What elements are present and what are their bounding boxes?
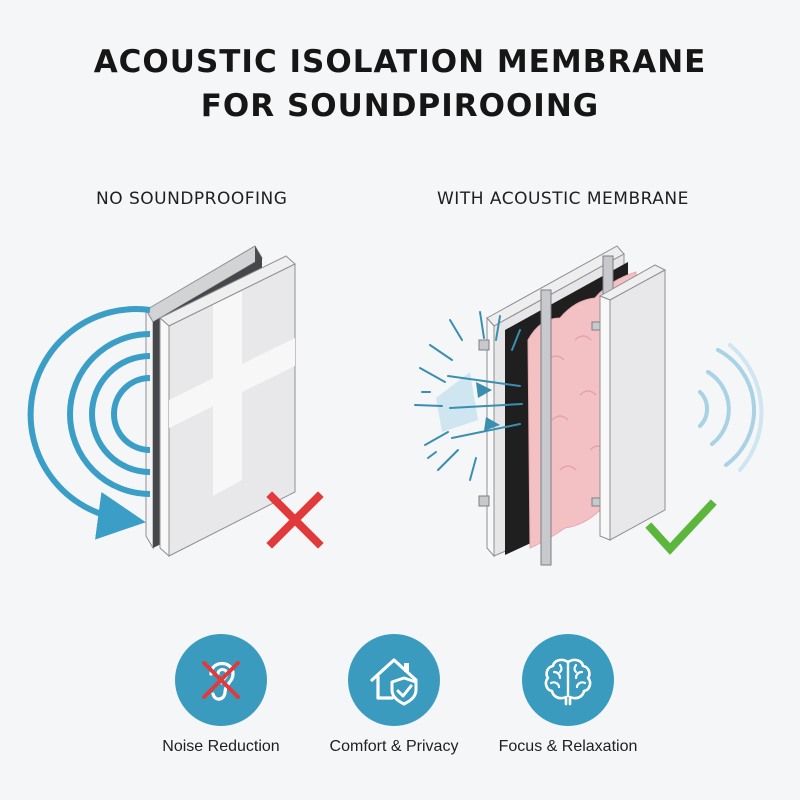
page-title-line-1: ACOUSTIC ISOLATION MEMBRANE [93, 44, 707, 80]
benefit-label: Noise Reduction [162, 738, 280, 755]
benefit-icon-circle [348, 634, 440, 726]
no-soundproofing-label: NO SOUNDPROOFING [96, 189, 288, 209]
front-drywall-panel [159, 255, 296, 558]
benefit-focus-relaxation: Focus & Relaxation [473, 634, 663, 756]
blocked-sound-impact [414, 311, 523, 481]
benefit-label: Focus & Relaxation [498, 738, 638, 755]
benefit-icon-circle [522, 634, 614, 726]
front-drywall-panel-right [598, 264, 667, 541]
crossed-ear-icon [202, 661, 240, 701]
benefit-noise-reduction: Noise Reduction [126, 634, 316, 756]
right-wall-assembly [478, 245, 667, 566]
benefit-icon-circle [175, 634, 267, 726]
reflected-sound-waves [27, 306, 151, 540]
brain-icon [544, 658, 592, 706]
house-shield-icon [370, 658, 418, 706]
faint-transmitted-waves [698, 343, 764, 472]
with-membrane-label: WITH ACOUSTIC MEMBRANE [437, 189, 689, 209]
benefit-comfort-privacy: Comfort & Privacy [299, 634, 489, 756]
green-check-icon [645, 499, 717, 555]
left-wall-assembly [145, 245, 296, 558]
benefit-label: Comfort & Privacy [329, 738, 459, 755]
page-title-line-2: FOR SOUNDPIROOING [200, 88, 600, 124]
red-x-icon [266, 491, 324, 549]
